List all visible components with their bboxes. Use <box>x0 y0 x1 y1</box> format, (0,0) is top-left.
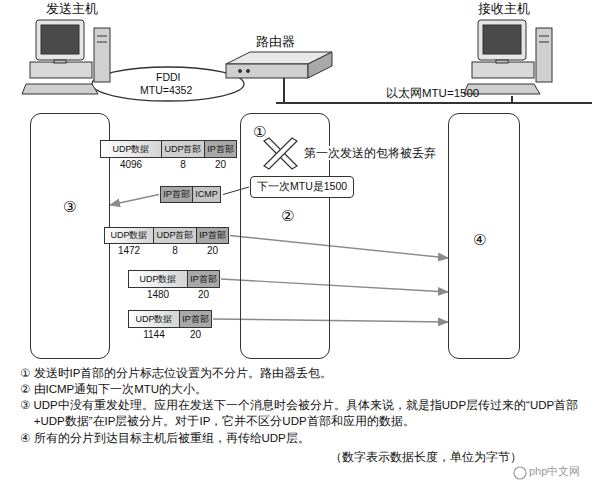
footnote: ① 发送时IP首部的分片标志位设置为不分片。路由器丢包。 <box>20 365 598 381</box>
drop-note: 第一次发送的包将被丢弃 <box>302 146 438 160</box>
field-text: UDP首部 <box>156 231 193 240</box>
field-text: IP首部 <box>190 275 217 284</box>
footnote: ④ 所有的分片到达目标主机后被重组，再传给UDP层。 <box>20 430 598 446</box>
watermark-icon <box>514 467 526 479</box>
packet-field: IP首部 <box>204 140 237 158</box>
packet-field: IP首部 <box>187 270 220 288</box>
length-label: 1472 <box>118 245 140 258</box>
field-text: IP首部 <box>182 315 209 324</box>
host-label: 接收主机 <box>478 2 530 18</box>
field-text: IP首部 <box>207 145 234 154</box>
packet-arrow <box>110 195 159 206</box>
router-icon <box>226 52 332 78</box>
host-column: ④ <box>448 113 520 359</box>
leader-line <box>223 187 249 195</box>
packet-field: UDP首部 <box>153 227 197 244</box>
watermark: php中文网 <box>529 465 580 479</box>
packet-field: UDP数据 <box>128 270 188 288</box>
length-label: 1144 <box>143 329 165 342</box>
length-label: 1480 <box>147 289 169 302</box>
host-label: 发送主机 <box>46 2 98 18</box>
packet-arrow <box>230 236 448 259</box>
callout-number: ③ <box>63 199 76 214</box>
field-text: UDP数据 <box>139 275 176 284</box>
length-label: 8 <box>172 245 178 258</box>
field-text: UDP数据 <box>135 315 172 324</box>
callout-box: 下一次MTU是1500 <box>250 176 354 198</box>
length-label: 8 <box>180 159 186 172</box>
footnote: ③ UDP中没有重发处理。应用在发送下一个消息时会被分片。具体来说，就是指UDP… <box>20 397 598 429</box>
length-label: 20 <box>215 159 226 172</box>
packet-field: ICMP <box>192 186 221 203</box>
length-label: 20 <box>207 245 218 258</box>
drop-cross <box>264 138 297 169</box>
field-text: ICMP <box>195 190 218 199</box>
packet-field: UDP首部 <box>161 140 205 158</box>
host-column: ③ <box>30 113 110 359</box>
callout-number: ④ <box>473 232 486 247</box>
field-text: UDP数据 <box>110 231 147 240</box>
callout-number: ② <box>281 208 294 223</box>
packet-field: IP首部 <box>179 310 212 328</box>
length-label: 4096 <box>120 159 142 172</box>
callout-number: ① <box>253 124 266 139</box>
length-label: 20 <box>198 289 209 302</box>
mtu-label: 以太网MTU=1500 <box>386 86 479 100</box>
length-label: 20 <box>190 329 201 342</box>
packet-field: UDP数据 <box>128 310 180 328</box>
packet-field: IP首部 <box>160 186 193 203</box>
mtu-label: MTU=4352 <box>140 84 192 97</box>
sender-computer <box>22 20 110 94</box>
field-text: UDP数据 <box>112 145 149 154</box>
field-text: IP首部 <box>199 231 226 240</box>
receiver-computer <box>464 20 552 94</box>
packet-arrow <box>221 279 448 292</box>
packet-field: UDP数据 <box>100 140 162 158</box>
link-name: FDDI <box>156 71 181 84</box>
footnote: ② 由ICMP通知下一次MTU的大小。 <box>20 381 598 397</box>
field-text: UDP首部 <box>164 145 201 154</box>
packet-field: IP首部 <box>196 227 229 244</box>
packet-field: UDP数据 <box>104 227 154 244</box>
field-text: IP首部 <box>163 190 190 199</box>
packet-arrow <box>213 319 448 322</box>
fddi-ring <box>92 67 244 101</box>
router-label: 路由器 <box>256 35 295 51</box>
caption-note: （数字表示数据长度，单位为字节） <box>330 450 522 464</box>
field-text: 下一次MTU是1500 <box>257 180 347 192</box>
